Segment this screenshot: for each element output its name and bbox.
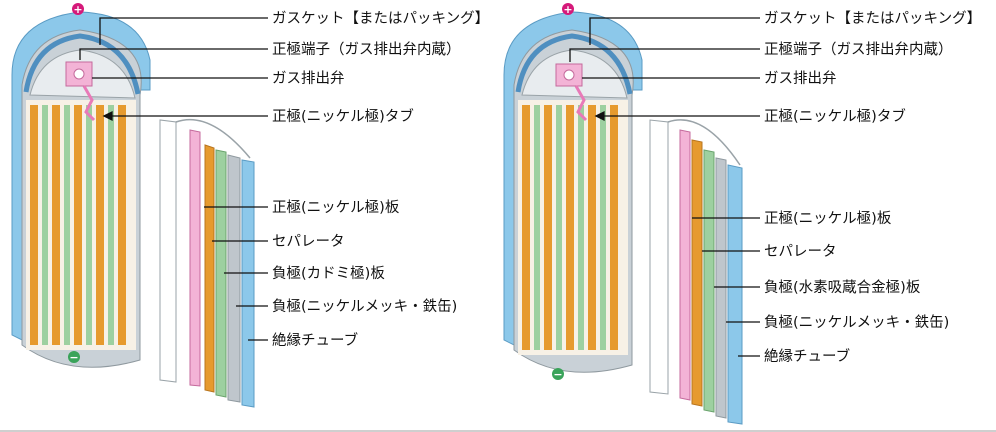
plus-symbol: + [73,3,82,16]
gasket [515,33,633,95]
plus-terminal-icon: + [72,3,84,16]
label-negative-can: 負極(ニッケルメッキ・鉄缶) [272,298,457,315]
label-gas-vent: ガス排出弁 [272,70,345,87]
label-insulation-tube: 絶縁チューブ [272,331,358,349]
label-positive-terminal: 正極端子（ガス排出弁内蔵） [272,41,461,58]
nimh-battery-diagram: + − ガスケット【またはパッキング】 正極端子（ガス排出弁内蔵） ガス排出弁 … [498,0,996,432]
gas-vent-valve [563,69,575,81]
nimh-battery-cutaway: + − ガスケット【またはパッキング】 正極端子（ガス排出弁内蔵） ガス排出弁 … [503,3,981,425]
nicd-battery-cutaway: + − ガスケット【またはパッキング】 正極端子（ガス排出弁内蔵） ガス排出弁 … [11,3,489,408]
label-separator: セパレータ [764,243,837,260]
label-insulation-tube: 絶縁チューブ [764,347,850,365]
label-positive-plate: 正極(ニッケル極)板 [272,198,400,216]
cut-face-plates [522,105,618,350]
gas-vent-valve [73,68,85,80]
bottom-divider [0,430,996,432]
minus-symbol: − [553,368,562,381]
leader-lines [569,17,760,357]
label-separator: セパレータ [272,233,345,250]
label-positive-tab: 正極(ニッケル極)タブ [272,107,414,125]
rolled-layers [649,119,743,425]
callout-labels: ガスケット【またはパッキング】 正極端子（ガス排出弁内蔵） ガス排出弁 正極(ニ… [272,10,489,349]
plus-terminal-icon: + [562,3,574,16]
minus-symbol: − [69,351,78,364]
positive-tab [82,85,96,122]
leader-lines [79,17,268,341]
label-positive-tab: 正極(ニッケル極)タブ [764,107,906,125]
battery-body: + − [503,3,743,425]
minus-terminal-icon: − [552,368,564,381]
label-negative-plate: 負極(カドミ極)板 [272,264,385,282]
label-gasket: ガスケット【またはパッキング】 [272,10,489,27]
label-negative-plate: 負極(水素吸蔵合金極)板 [764,278,921,296]
gasket [23,33,141,95]
nicd-battery-diagram: + − ガスケット【またはパッキング】 正極端子（ガス排出弁内蔵） ガス排出弁 … [11,3,489,408]
label-negative-can: 負極(ニッケルメッキ・鉄缶) [764,314,949,331]
positive-tab [574,85,588,122]
plus-symbol: + [563,3,572,16]
callout-labels: ガスケット【またはパッキング】 正極端子（ガス排出弁内蔵） ガス排出弁 正極(ニ… [764,10,981,365]
label-positive-plate: 正極(ニッケル極)板 [764,209,892,227]
cut-face-plates [30,105,126,345]
label-gasket: ガスケット【またはパッキング】 [764,10,981,27]
battery-body: + − [11,3,255,408]
label-positive-terminal: 正極端子（ガス排出弁内蔵） [764,41,953,58]
rolled-layers [159,118,255,408]
minus-terminal-icon: − [68,351,80,364]
label-gas-vent: ガス排出弁 [764,70,837,87]
